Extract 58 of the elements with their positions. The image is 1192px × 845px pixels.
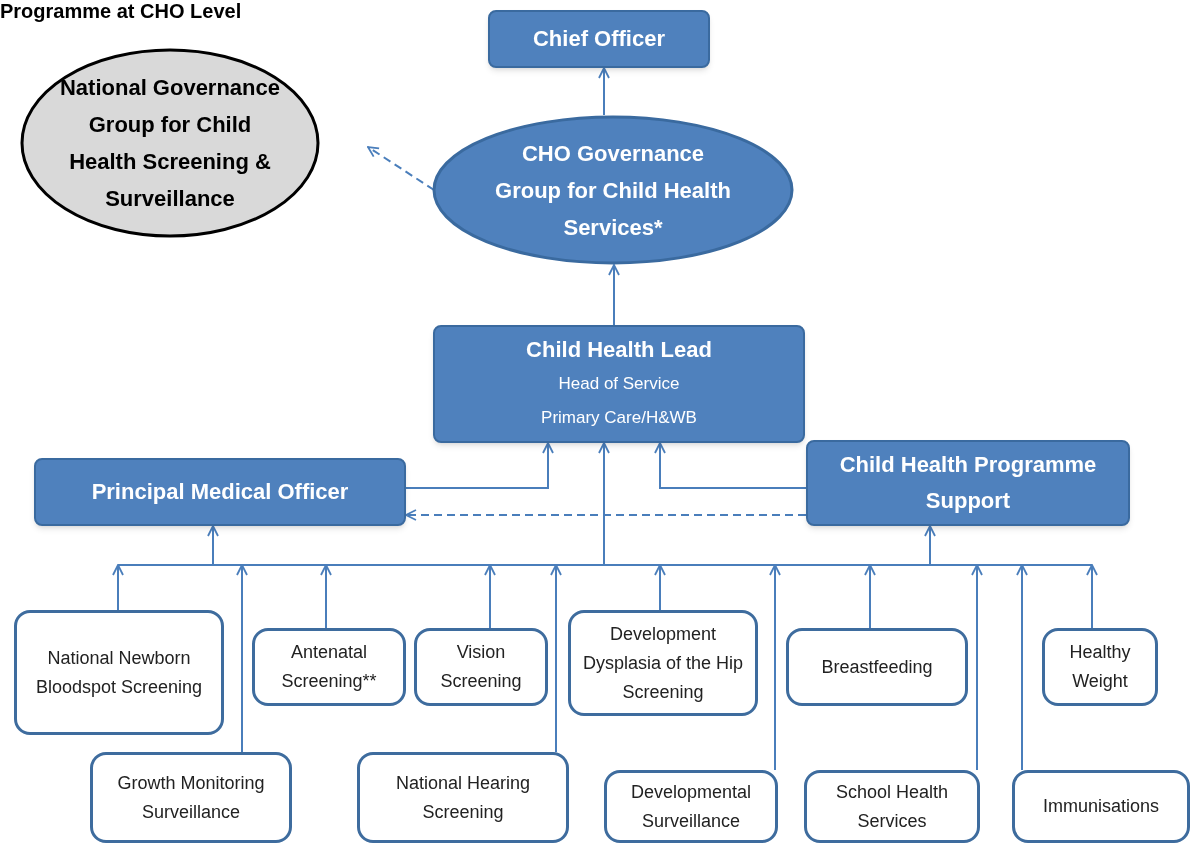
programme-box <box>357 752 569 843</box>
connector-arrow <box>484 564 496 629</box>
node-title: National Newborn Bloodspot Screening <box>34 646 204 699</box>
node-title: Antenatal Screening** <box>280 641 378 693</box>
node-title: Chief Officer <box>532 25 666 53</box>
programme-box <box>414 628 548 706</box>
connector-arrow <box>405 442 554 489</box>
node-title: Principal Medical Officer <box>90 478 350 506</box>
programme-box <box>1042 628 1158 706</box>
governance-ellipse <box>20 48 320 238</box>
programme-box <box>90 752 292 843</box>
connector-arrow <box>598 442 610 566</box>
connector-arrow <box>924 525 936 566</box>
connector-arrow <box>608 264 620 326</box>
node-title: National Governance Group for Child Health Screening & Surveillance <box>58 74 282 213</box>
role-box <box>34 458 406 526</box>
governance-ellipse <box>432 115 794 265</box>
node-title: Development Dysplasia of the Hip Screening <box>581 622 745 704</box>
node-title: Breastfeeding <box>820 655 934 679</box>
node-title: School Health Services <box>834 780 950 833</box>
programme-box <box>568 610 758 716</box>
connector-arrow <box>550 564 562 753</box>
programme-box <box>604 770 778 843</box>
programme-box <box>14 610 224 735</box>
connector-arrow <box>864 564 876 629</box>
node-title: Healthy Weight <box>1068 641 1132 693</box>
programme-box <box>252 628 406 706</box>
connector-arrow <box>405 509 807 521</box>
role-box <box>433 325 805 443</box>
connector-arrow <box>769 564 781 771</box>
connector-arrow <box>367 146 435 191</box>
node-title: Child Health Programme Support <box>838 451 1098 515</box>
programme-box <box>804 770 980 843</box>
role-box <box>806 440 1130 526</box>
role-box <box>488 10 710 68</box>
node-title: Immunisations <box>1041 795 1160 818</box>
connector-arrow <box>236 564 248 753</box>
node-subtitle: Head of Service <box>558 373 680 395</box>
connector-arrow <box>654 442 807 489</box>
connector-arrow <box>1086 564 1098 629</box>
node-title: Vision Screening <box>439 641 523 693</box>
node-title: Developmental Surveillance <box>629 780 753 833</box>
node-title: National Hearing Screening <box>394 771 532 824</box>
diagram-title: Programme at CHO Level <box>0 0 242 22</box>
connector-arrow <box>320 564 332 629</box>
connector-arrow <box>598 67 610 116</box>
programme-box <box>786 628 968 706</box>
node-title: Growth Monitoring Surveillance <box>116 771 266 824</box>
connector-arrow <box>1016 564 1028 771</box>
node-title: Child Health Lead <box>526 336 712 364</box>
programme-box <box>1012 770 1190 843</box>
connector-arrow <box>971 564 983 771</box>
connector-arrow <box>207 525 219 566</box>
connector-arrow <box>112 564 124 611</box>
node-subtitle: Primary Care/H&WB <box>541 407 697 429</box>
bus-line <box>117 564 1093 566</box>
node-title: CHO Governance Group for Child Health Services* <box>494 139 732 242</box>
connector-arrow <box>654 564 666 611</box>
